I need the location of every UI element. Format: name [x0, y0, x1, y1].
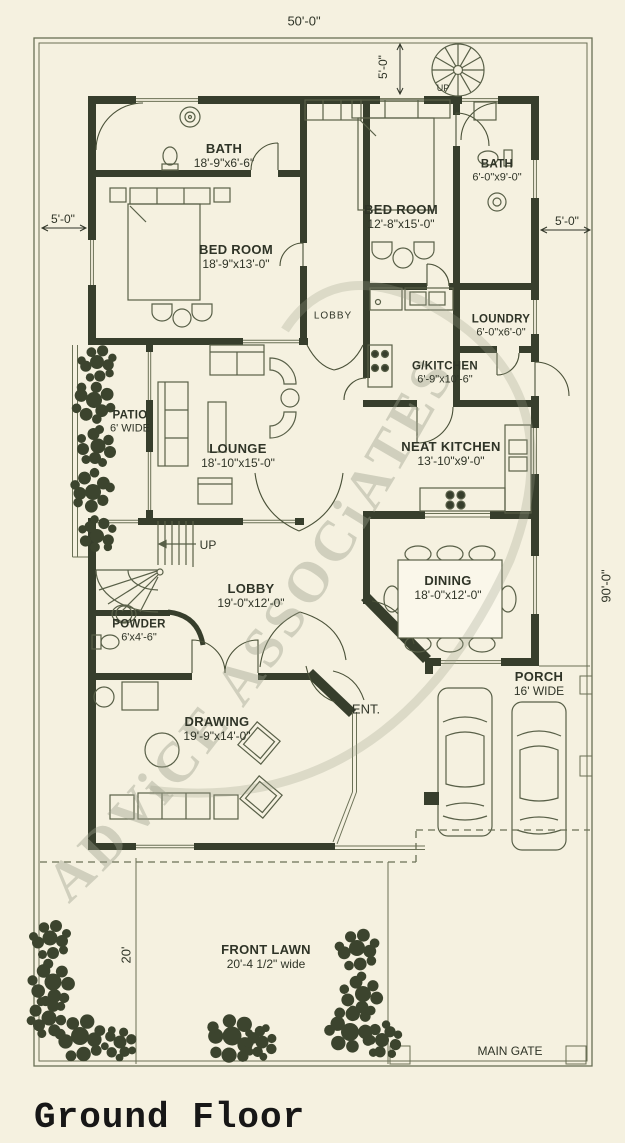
dim-left-setback: 5'-0" — [51, 212, 75, 226]
label-drawing: DRAWING 19'-9"x14'-0" — [183, 714, 251, 743]
dim-plot-depth: 90'-0" — [598, 569, 614, 603]
car-icon — [437, 687, 493, 837]
label-neat-kitchen: NEAT KITCHEN 13'-10"x9'-0" — [401, 439, 501, 468]
dim-right-setback: 5'-0" — [555, 214, 579, 228]
dimension-arrows — [40, 42, 592, 234]
label-powder: POWDER 6'x4'-6" — [112, 618, 166, 644]
label-dining: DINING 18'-0"x12'-0" — [414, 573, 482, 602]
label-stair-up: UP — [199, 538, 217, 552]
label-entrance: ENT. — [351, 701, 381, 717]
label-patio: PATIO 6' WIDE — [110, 409, 150, 435]
walls — [88, 96, 539, 850]
label-bedroom-left: BED ROOM 18'-9"x13'-0" — [199, 242, 273, 271]
porch-cars — [437, 687, 567, 851]
label-spiral-up: UP — [436, 83, 450, 93]
dim-lawn-depth: 20' — [118, 946, 134, 964]
label-front-lawn: FRONT LAWN 20'-4 1/2" wide — [221, 942, 311, 971]
dim-top-setback: 5'-0" — [376, 55, 390, 79]
label-main-gate: MAIN GATE — [477, 1044, 543, 1058]
utility-block — [424, 792, 439, 805]
dim-plot-width: 50'-0" — [287, 13, 321, 29]
lawn-lines — [40, 829, 590, 1064]
label-porch: PORCH 16' WIDE — [513, 669, 565, 698]
label-lounge: LOUNGE 18'-10"x15'-0" — [201, 441, 275, 470]
label-bath-right: BATH 6'-0"x9'-0" — [472, 158, 522, 184]
label-loundry: LOUNDRY 6'-0"x6'-0" — [471, 313, 531, 339]
furniture — [91, 99, 532, 820]
staircase — [95, 521, 196, 613]
car-icon — [511, 701, 567, 851]
property-boundary — [33, 37, 593, 1067]
label-bath-top-left: BATH 18'-9"x6'-6" — [193, 141, 255, 170]
page-title: Ground Floor — [34, 1097, 306, 1138]
boundary-pillar — [579, 675, 593, 695]
label-bedroom-right: BED ROOM 12'-8"x15'-0" — [364, 202, 438, 231]
label-lobby: LOBBY 19'-0"x12'-0" — [217, 581, 285, 610]
label-corridor-lobby: LOBBY — [313, 310, 353, 322]
doors — [95, 102, 570, 703]
label-g-kitchen: G/KITCHEN 6'-9"x10'-6" — [412, 360, 478, 386]
spiral-stair — [431, 43, 485, 97]
boundary-pillar — [579, 755, 593, 777]
